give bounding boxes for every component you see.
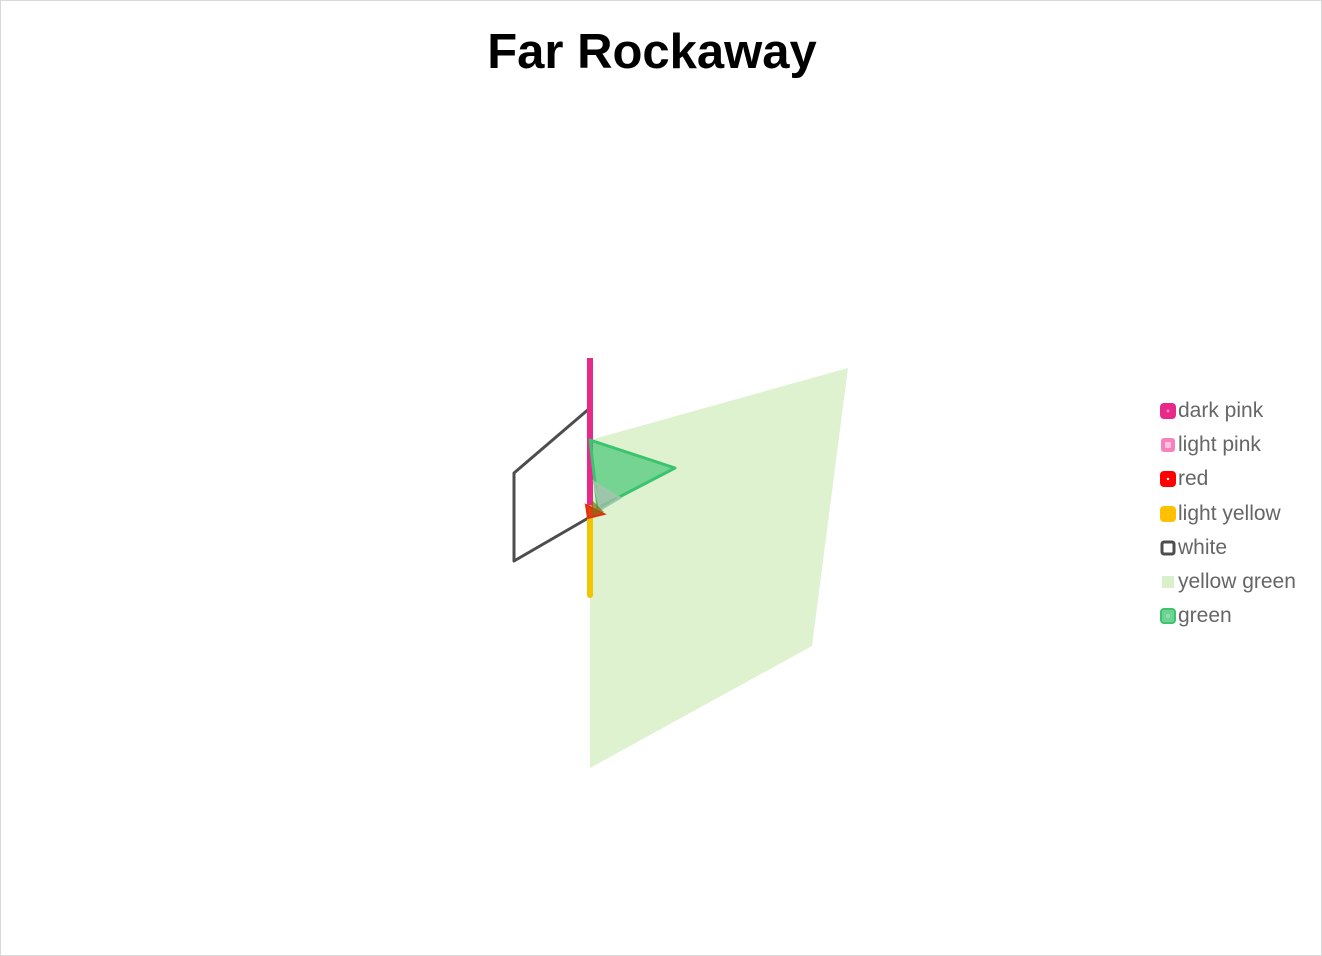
series-red-tint	[592, 500, 604, 516]
legend-swatch-light-pink	[1158, 435, 1178, 455]
legend-item-dark-pink[interactable]: dark pink	[1158, 394, 1296, 428]
legend-label-red: red	[1178, 467, 1209, 491]
legend-swatch-white	[1158, 538, 1178, 558]
legend-label-light-yellow: light yellow	[1178, 501, 1281, 525]
series-light-pink-shape	[592, 479, 622, 512]
legend-label-white: white	[1178, 535, 1228, 559]
series-yellow-green-surface	[590, 368, 848, 768]
legend-item-light-yellow[interactable]: light yellow	[1158, 497, 1296, 531]
legend-item-yellow-green[interactable]: yellow green	[1158, 565, 1296, 599]
legend-label-light-pink: light pink	[1178, 433, 1261, 457]
series-white-outline	[512, 406, 592, 563]
legend-label-yellow-green: yellow green	[1178, 570, 1296, 594]
series-green-surface	[588, 438, 677, 510]
legend-item-light-pink[interactable]: light pink	[1158, 428, 1296, 462]
legend-item-white[interactable]: white	[1158, 531, 1296, 565]
legend-item-green[interactable]: green	[1158, 599, 1296, 633]
legend-label-green: green	[1178, 604, 1232, 628]
legend-swatch-red	[1158, 469, 1178, 489]
legend-swatch-dark-pink	[1158, 401, 1178, 421]
legend-label-dark-pink: dark pink	[1178, 399, 1264, 423]
legend-swatch-green	[1158, 606, 1178, 626]
legend: dark pink light pink red light yellow wh…	[1158, 394, 1296, 633]
legend-item-red[interactable]: red	[1158, 462, 1296, 496]
legend-swatch-light-yellow	[1158, 504, 1178, 524]
legend-swatch-yellow-green	[1158, 572, 1178, 592]
chart-title: Far Rockaway	[487, 25, 817, 79]
